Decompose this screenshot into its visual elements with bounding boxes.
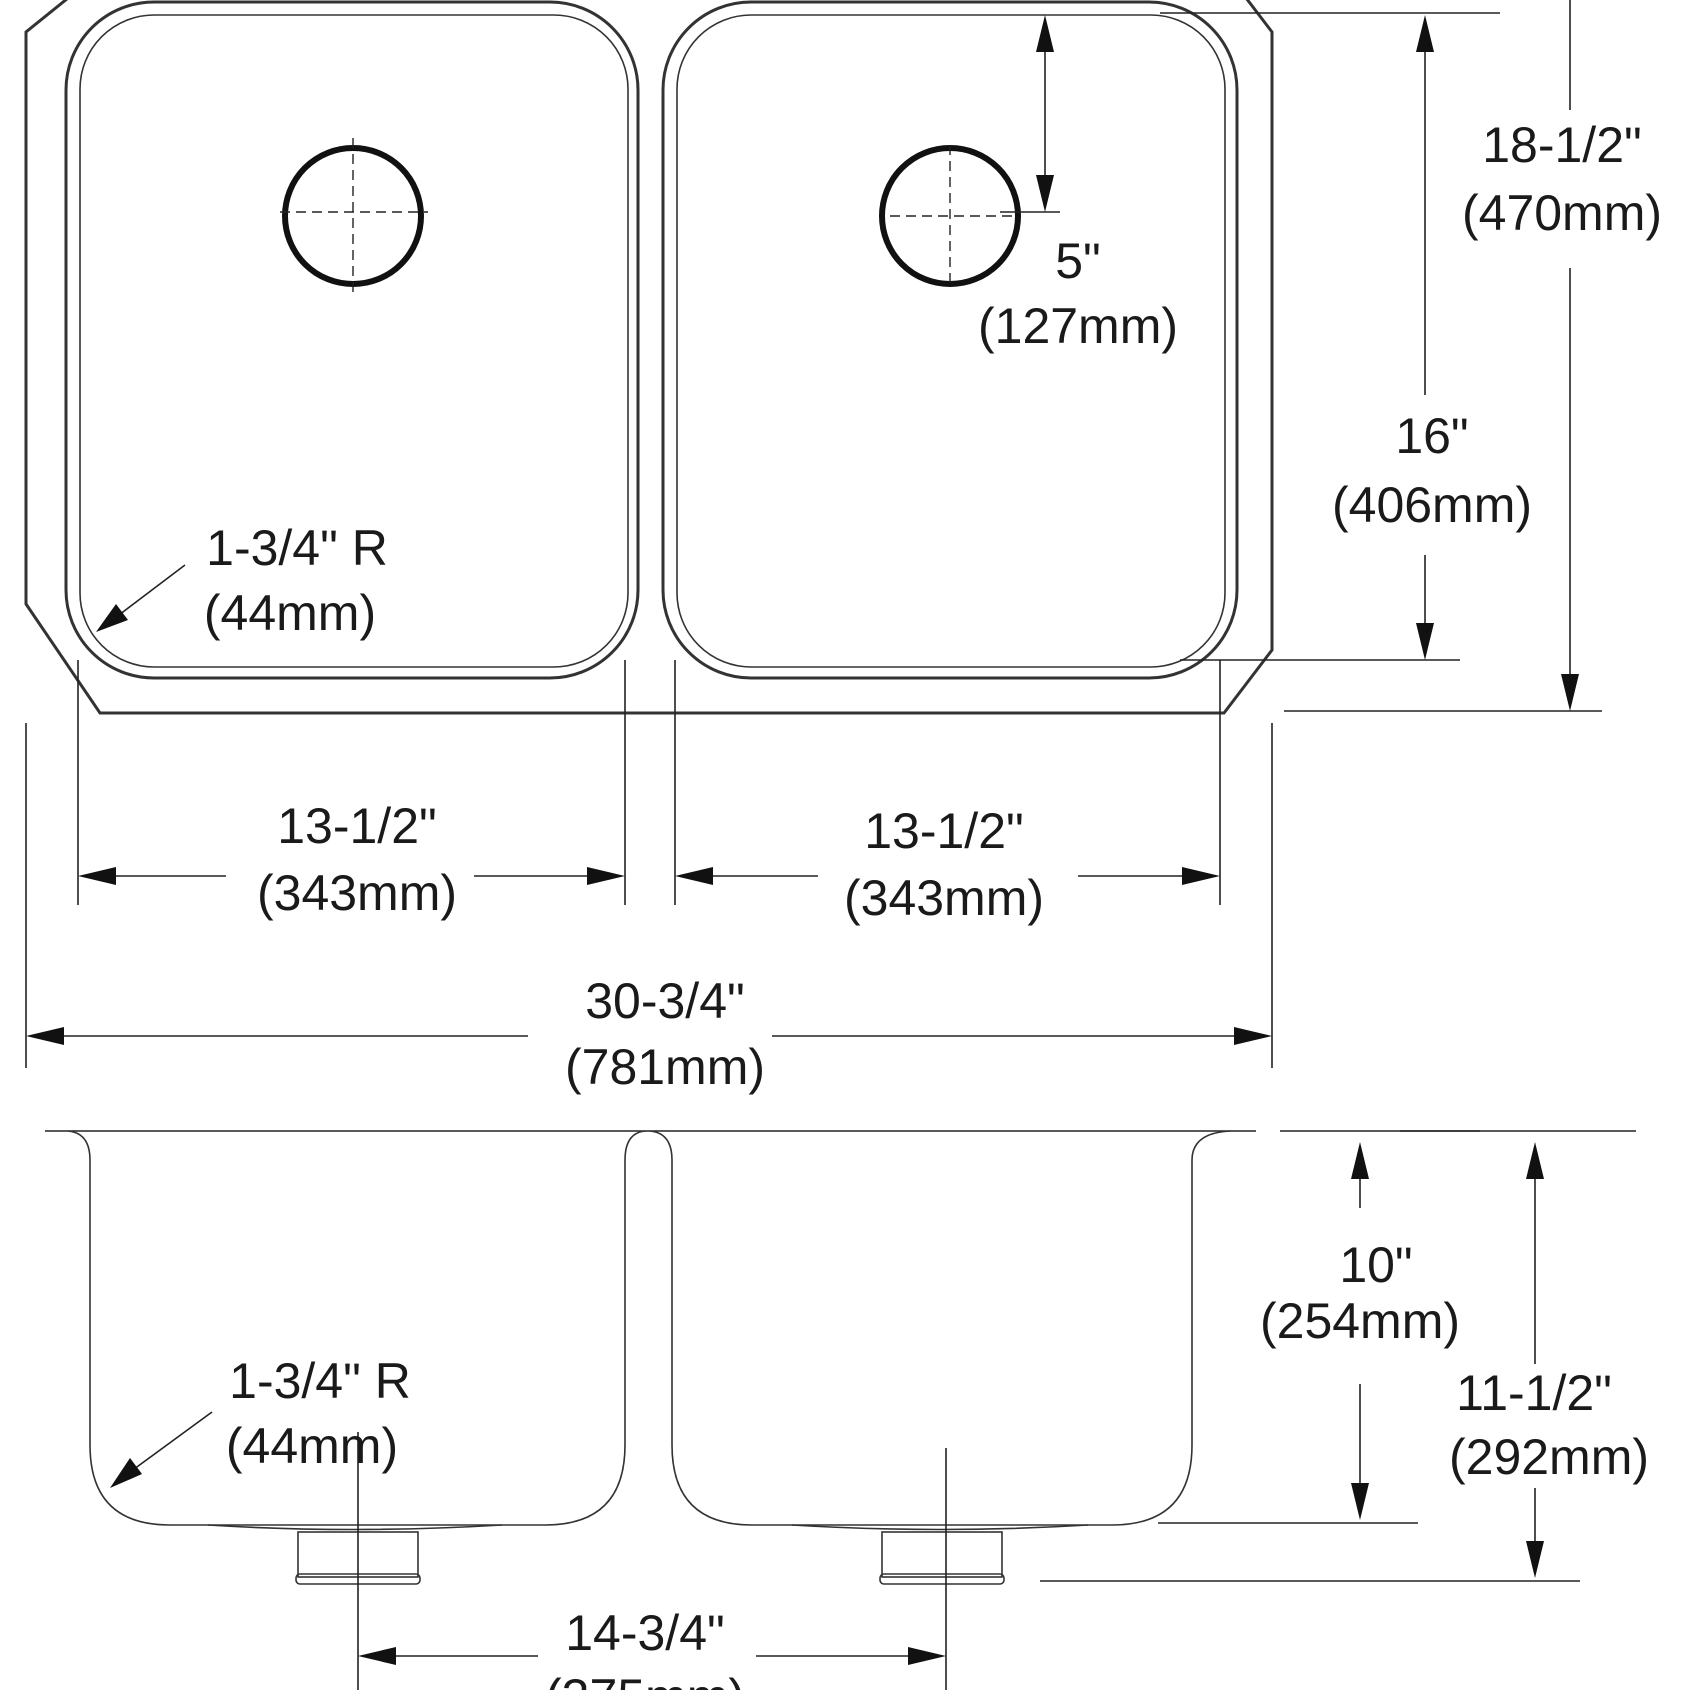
- top-view: [24, 0, 1602, 1068]
- front-view: [45, 1130, 1636, 1690]
- corner-radius-top-metric: (44mm): [204, 585, 376, 641]
- right-bowl-profile: [649, 1130, 1231, 1526]
- corner-radius-side-imperial: 1-3/4" R: [229, 1353, 411, 1409]
- left-bowl-inner: [79, 14, 629, 668]
- drain-spacing-metric: (375mm): [545, 1669, 745, 1690]
- bowl-depth-imperial: 16": [1395, 408, 1468, 464]
- corner-radius-side-metric: (44mm): [226, 1418, 398, 1474]
- bowl-height-imperial: 10": [1339, 1237, 1412, 1293]
- left-bowl-width-metric: (343mm): [257, 865, 457, 921]
- bowl-depth-metric: (406mm): [1332, 477, 1532, 533]
- right-bowl-inner: [676, 14, 1226, 668]
- sink-rim-outline: [24, 0, 1274, 715]
- overall-height-imperial: 11-1/2": [1456, 1365, 1612, 1421]
- dimension-labels: 18-1/2" (470mm) 16" (406mm) 5" (127mm) 1…: [204, 117, 1662, 1690]
- right-bowl-width-metric: (343mm): [844, 870, 1044, 926]
- drain-offset-imperial: 5": [1055, 233, 1101, 289]
- overall-height-metric: (292mm): [1449, 1429, 1649, 1485]
- right-drain-body: [881, 1531, 1003, 1578]
- drain-spacing-imperial: 14-3/4": [565, 1605, 725, 1661]
- right-bowl-width-imperial: 13-1/2": [864, 803, 1024, 859]
- left-bowl-width-imperial: 13-1/2": [277, 798, 437, 854]
- left-drain-icon: [282, 145, 424, 287]
- corner-radius-top-imperial: 1-3/4" R: [206, 520, 388, 576]
- right-bowl-outer: [661, 0, 1239, 680]
- overall-width-imperial: 30-3/4": [585, 973, 745, 1029]
- overall-width-metric: (781mm): [565, 1039, 765, 1095]
- drain-offset-metric: (127mm): [978, 298, 1178, 354]
- left-bowl-outer: [64, 0, 640, 680]
- bowl-height-metric: (254mm): [1260, 1293, 1460, 1349]
- overall-depth-metric: (470mm): [1462, 185, 1662, 241]
- overall-depth-imperial: 18-1/2": [1482, 117, 1642, 173]
